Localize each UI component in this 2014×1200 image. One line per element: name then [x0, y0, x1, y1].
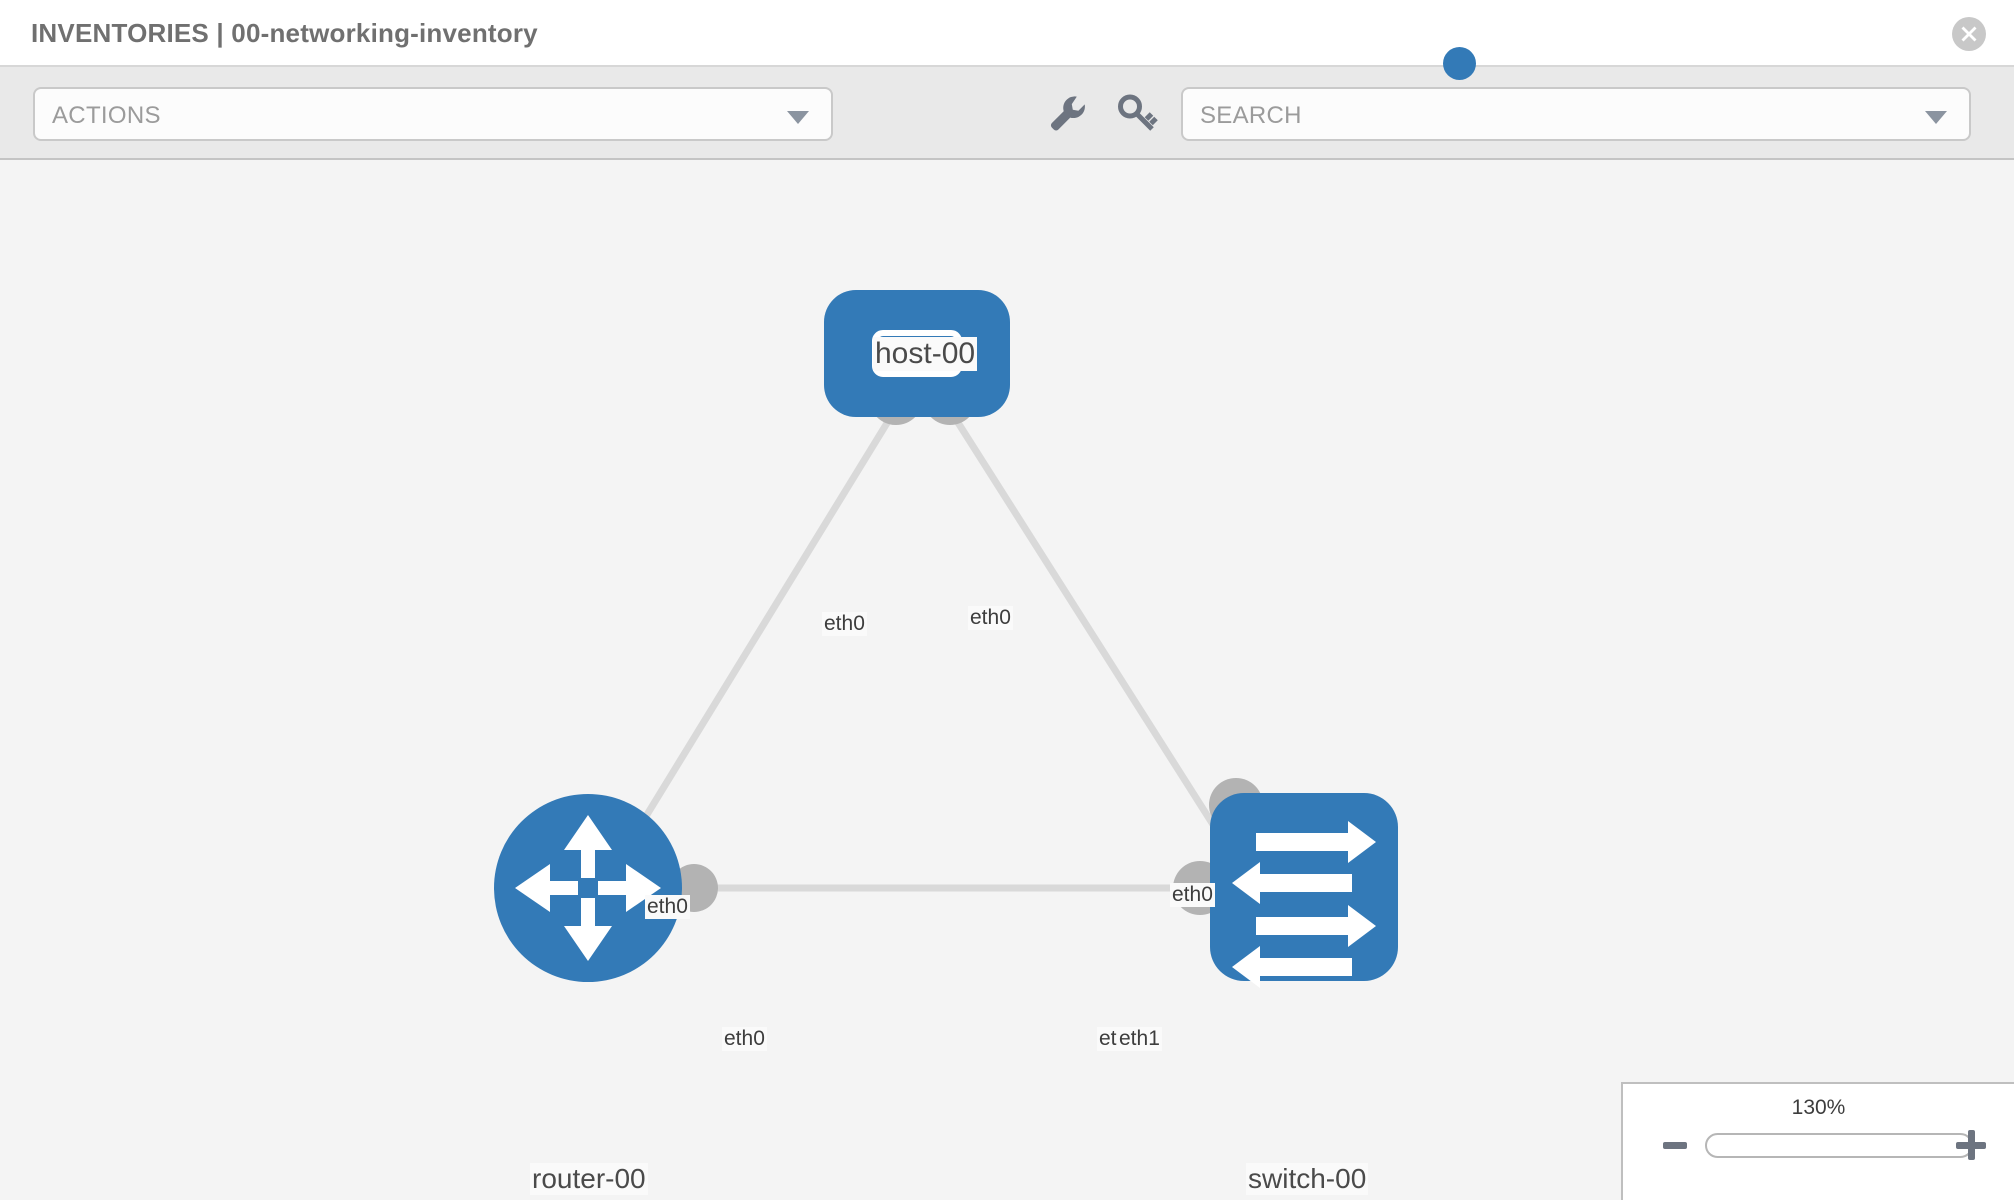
switch-arrows-icon — [1232, 821, 1376, 988]
topology-graph — [494, 290, 1398, 988]
chevron-down-icon[interactable] — [1925, 111, 1947, 124]
page-header: INVENTORIES | 00-networking-inventory — [0, 0, 2014, 67]
wrench-icon[interactable] — [1043, 89, 1089, 135]
link-host00-switch00 — [947, 408, 1248, 877]
page-title: INVENTORIES | 00-networking-inventory — [31, 18, 538, 48]
ports-layer — [670, 371, 1263, 915]
node-label-switch-00: switch-00 — [1246, 1163, 1369, 1195]
link-host00-router00 — [607, 408, 898, 877]
iface-label-router00-eth0: eth0 — [722, 1027, 767, 1051]
node-router-00[interactable] — [494, 794, 682, 982]
links-layer — [607, 408, 1250, 892]
actions-dropdown[interactable]: ACTIONS — [33, 87, 833, 141]
zoom-level-label: 130% — [1791, 1096, 1846, 1119]
node-label-router-00: router-00 — [530, 1163, 648, 1195]
zoom-slider-track[interactable] — [1705, 1133, 1973, 1158]
minus-icon[interactable] — [1663, 1142, 1687, 1149]
zoom-slider-knob[interactable] — [1443, 47, 1476, 80]
chevron-down-icon — [787, 111, 809, 124]
search-placeholder: SEARCH — [1200, 102, 1302, 129]
actions-dropdown-label: ACTIONS — [52, 102, 161, 129]
router-arrows-icon — [515, 815, 661, 961]
zoom-control-panel: 130% — [1621, 1082, 2014, 1200]
topology-canvas[interactable]: host-00 router-00 switch-00 eth0 eth0 et… — [0, 160, 2014, 1200]
iface-label-router00-uplink-eth0: eth0 — [645, 895, 690, 919]
iface-label-switch00-eth1: eth1 — [1117, 1027, 1162, 1051]
iface-label-host00-eth0-right: eth0 — [968, 606, 1013, 630]
iface-label-host00-eth0-left: eth0 — [822, 612, 867, 636]
close-icon[interactable] — [1952, 17, 1986, 51]
node-label-host-00: host-00 — [873, 337, 978, 371]
iface-label-switch00-uplink-eth0: eth0 — [1170, 883, 1215, 907]
plus-icon[interactable] — [1956, 1130, 1986, 1160]
toolbar: ACTIONS SEARCH — [0, 67, 2014, 160]
search-input[interactable]: SEARCH — [1181, 87, 1971, 141]
key-icon[interactable] — [1113, 89, 1159, 135]
node-switch-00[interactable] — [1210, 793, 1398, 988]
